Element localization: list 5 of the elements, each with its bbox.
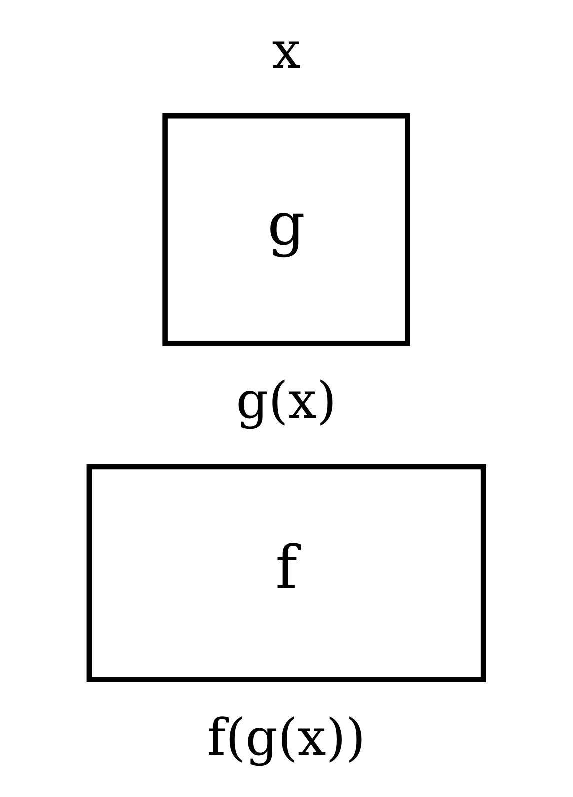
node-box: g: [162, 113, 410, 346]
label: x: [272, 21, 301, 80]
label: g(x): [236, 370, 337, 430]
node-box: f: [86, 464, 486, 682]
label: f(g(x)): [207, 708, 366, 768]
